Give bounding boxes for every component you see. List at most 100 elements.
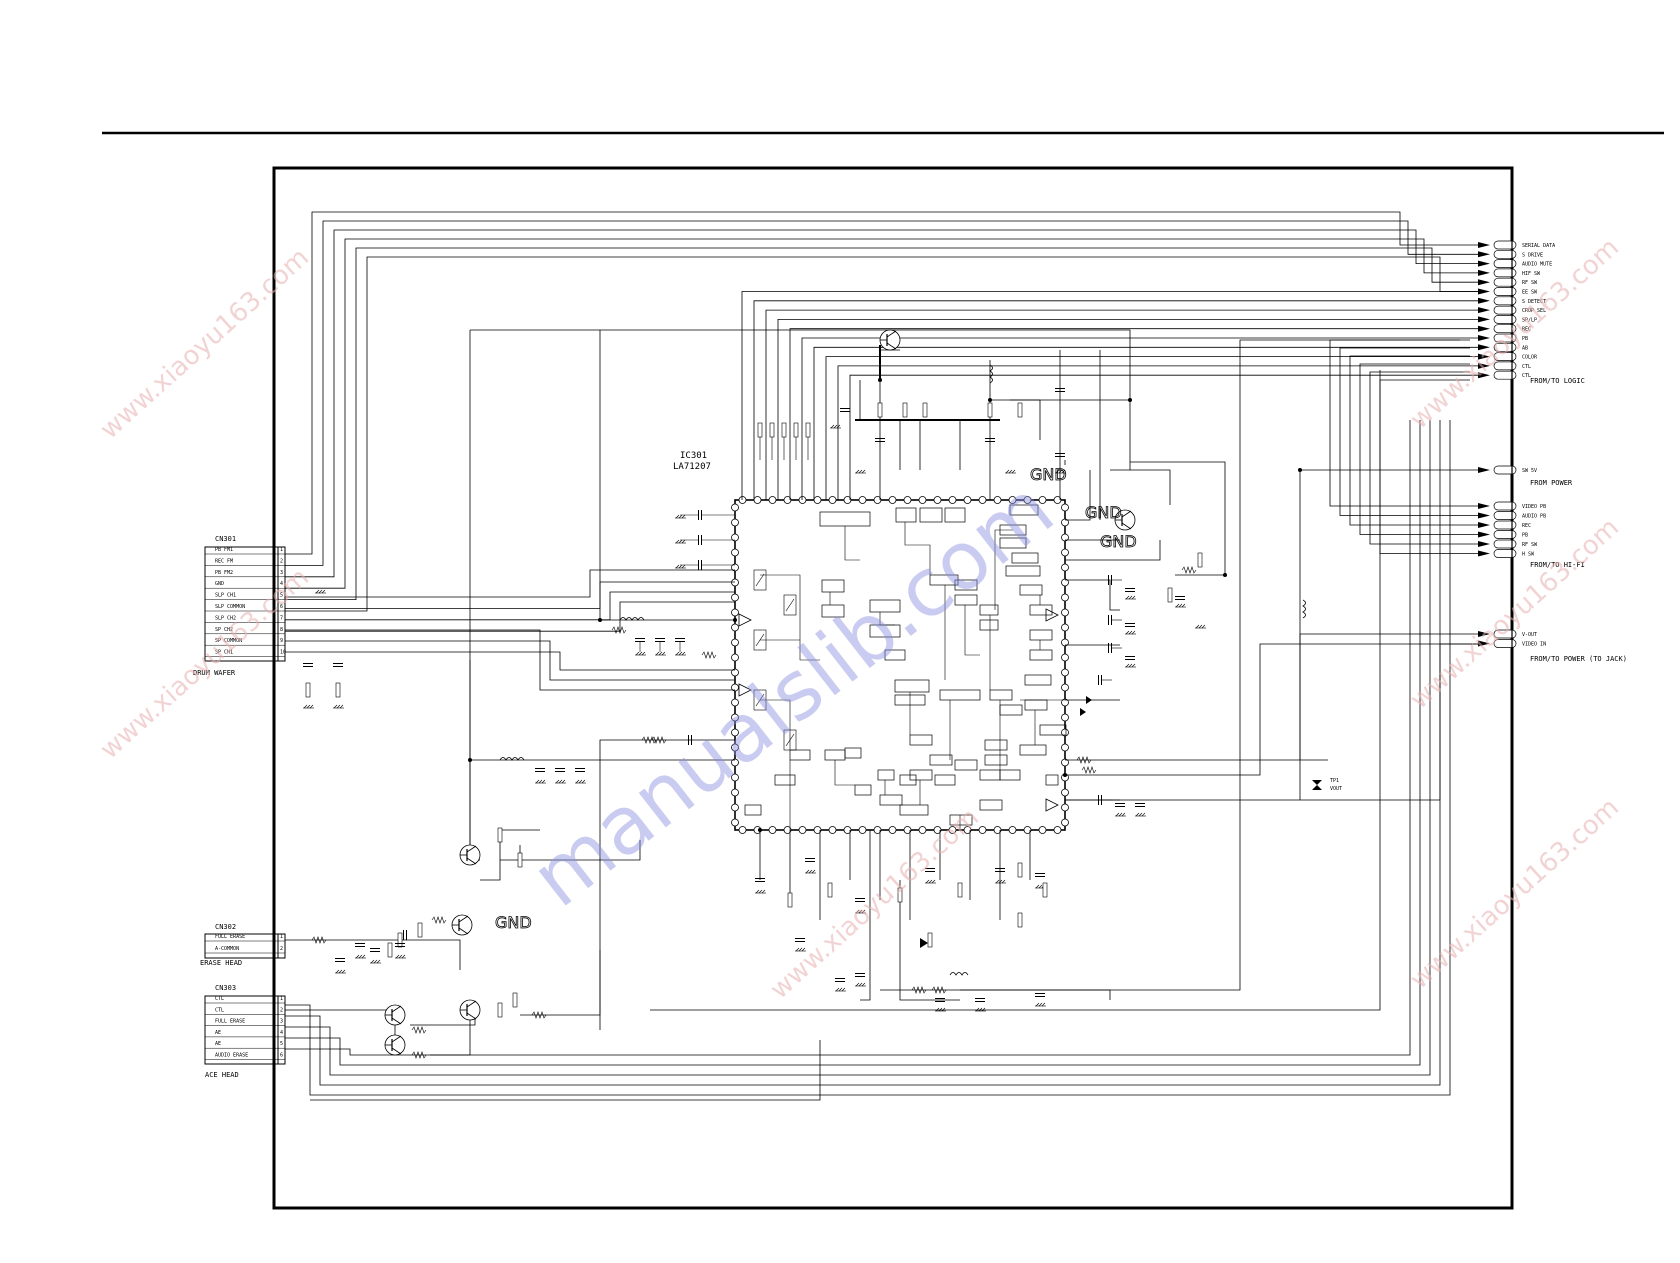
ic-pin: [731, 578, 739, 587]
connector-pin-label: PB: [1522, 533, 1528, 539]
junction-dot: [878, 378, 882, 382]
signal-arrow: [1478, 550, 1490, 557]
ic-pin: [768, 496, 777, 504]
resistor: [1042, 882, 1048, 898]
ic-pin: [783, 496, 792, 504]
ic-pin: [1061, 608, 1069, 617]
ic-pin: [1061, 803, 1069, 812]
connector-pin-label: SERIAL DATA: [1522, 243, 1555, 249]
ic-pin: [1061, 758, 1069, 767]
connector-pin-number: 1: [280, 996, 283, 1002]
cn303-ref: CN303: [215, 984, 236, 992]
resistor: [701, 651, 717, 659]
wiring: [285, 211, 1478, 1101]
ic-pin: [731, 668, 739, 677]
connector-pin: [1493, 277, 1517, 287]
connector-pin: [1493, 511, 1517, 520]
ic-pin: [1061, 638, 1069, 647]
connector-pin-label: S DRIVE: [1522, 252, 1543, 258]
junction-dot: [988, 398, 992, 402]
resistor: [335, 682, 341, 698]
resistor: [1197, 552, 1203, 568]
signal-arrow: [1478, 325, 1490, 332]
connector-pin-number: 5: [280, 1041, 283, 1047]
ic-pin: [731, 803, 739, 812]
ic-pin: [731, 518, 739, 527]
junction-dot: [733, 618, 737, 622]
ic-pin: [858, 826, 867, 834]
signal-arrow: [1478, 541, 1490, 547]
connector-pin-label: VIDEO IN: [1522, 642, 1546, 648]
ic-pin: [1008, 496, 1017, 504]
ic-part: LA71207: [673, 462, 711, 472]
logic-connector-label: FROM/TO LOGIC: [1530, 377, 1585, 385]
connector-pin-label: REC: [1522, 523, 1531, 529]
connector-pin-label: CTL: [215, 996, 224, 1002]
connector-pin-number: 2: [280, 558, 283, 564]
signal-arrow: [1478, 353, 1490, 360]
resistor: [512, 992, 518, 1008]
schematic-frame: [272, 166, 1514, 1210]
resistor: [922, 402, 928, 418]
signal-arrow: [1478, 503, 1490, 509]
resistor: [1017, 402, 1023, 418]
junction-dot: [1128, 398, 1132, 402]
connector-pin: [1493, 549, 1517, 558]
junction-dot: [758, 828, 762, 832]
diode: [920, 938, 928, 948]
connector-pin-label: PB: [1522, 336, 1528, 342]
ic-pin: [948, 826, 957, 834]
ic-pin: [731, 653, 739, 662]
signal-arrow: [1478, 288, 1490, 295]
ic-pin: [1061, 593, 1069, 602]
resistor: [805, 422, 811, 438]
connector-pin-label: FULL ERASE: [215, 1019, 245, 1025]
ic-pin: [731, 638, 739, 647]
ic-pin: [731, 533, 739, 542]
connector-pin-number: 8: [280, 627, 283, 633]
junction-dot: [1223, 573, 1227, 577]
ic-pin: [903, 496, 912, 504]
signal-arrow: [1478, 344, 1490, 351]
ic-pin: [731, 593, 739, 602]
connector-pin-label: AB: [1522, 345, 1528, 351]
ic-pin: [738, 496, 747, 504]
signal-arrow: [1478, 467, 1490, 473]
signal-arrow: [1478, 631, 1490, 637]
ic-pin: [731, 713, 739, 722]
signal-arrow: [1478, 362, 1490, 369]
gnd-label-3: GND: [1100, 532, 1137, 551]
ic-pin: [1061, 728, 1069, 737]
cn302-name: ERASE HEAD: [200, 959, 242, 967]
signal-arrow: [1478, 512, 1490, 519]
resistor: [787, 892, 793, 908]
resistor: [877, 402, 883, 418]
ic-pin: [798, 496, 807, 504]
ic-pin: [1053, 496, 1062, 504]
ic-pin: [1061, 503, 1069, 512]
ic-pin: [1061, 623, 1069, 632]
connector-pin-label: HIF SW: [1522, 271, 1541, 277]
connector-pin: [1493, 249, 1517, 259]
connector-pin: [1493, 240, 1517, 250]
power-connector: SW 5V: [1478, 462, 1537, 478]
diode: [1086, 696, 1092, 704]
transistor: [384, 1004, 406, 1026]
ic-pin: [933, 826, 942, 834]
ic-pin: [798, 826, 807, 834]
connector-pin-number: 9: [280, 638, 283, 644]
connector-pin-label: REC FM: [215, 558, 233, 564]
resistor: [902, 402, 908, 418]
ic-pin: [873, 496, 882, 504]
connector-pin: [1493, 629, 1517, 639]
junction-dot: [598, 618, 602, 622]
resistor: [781, 422, 787, 438]
connector-pin-label: EE SW: [1522, 290, 1538, 296]
watermark-side-6: www.xiaoyu163.com: [765, 803, 985, 1006]
ic-pin: [1061, 743, 1069, 752]
gnd-label-4: GND: [495, 913, 532, 932]
tp1-ref: TP1: [1330, 778, 1339, 784]
